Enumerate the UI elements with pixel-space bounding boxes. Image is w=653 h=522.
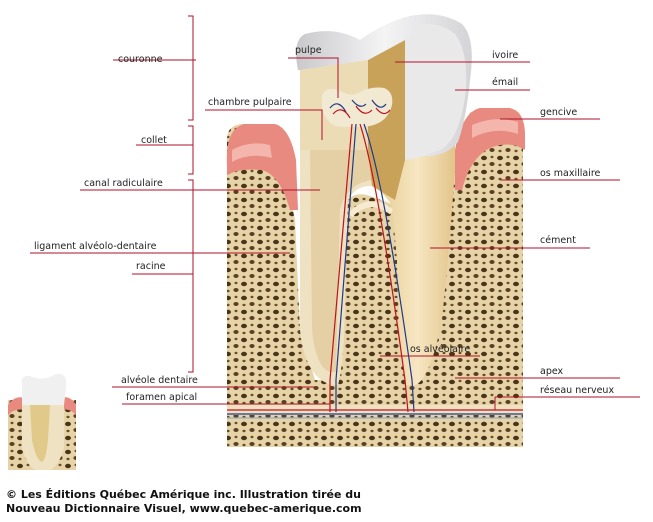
inset-tooth-thumbnail bbox=[8, 373, 76, 470]
copyright-credit: © Les Éditions Québec Amérique inc. Illu… bbox=[6, 488, 362, 516]
leader-lines bbox=[30, 57, 640, 410]
label-alveole-dentaire: alvéole dentaire bbox=[121, 375, 198, 386]
label-reseau-nerveux: réseau nerveux bbox=[540, 385, 614, 396]
label-apex: apex bbox=[540, 366, 564, 377]
label-collet: collet bbox=[141, 135, 167, 146]
blood-vessels bbox=[329, 99, 415, 413]
nerve-network bbox=[227, 409, 523, 419]
label-gencive: gencive bbox=[540, 107, 577, 118]
label-racine: racine bbox=[136, 261, 166, 272]
label-os-maxillaire: os maxillaire bbox=[540, 168, 601, 179]
label-email: émail bbox=[492, 77, 518, 88]
label-chambre-pulpaire: chambre pulpaire bbox=[208, 97, 292, 108]
label-ligament: ligament alvéolo-dentaire bbox=[34, 241, 157, 252]
alveolar-bone bbox=[347, 201, 400, 386]
label-ivoire: ivoire bbox=[492, 50, 518, 61]
left-brackets bbox=[188, 15, 196, 373]
label-pulpe: pulpe bbox=[295, 45, 322, 56]
credit-line-2: Nouveau Dictionnaire Visuel, www.quebec-… bbox=[6, 502, 362, 515]
credit-line-1: © Les Éditions Québec Amérique inc. Illu… bbox=[6, 488, 361, 501]
label-os-alveolaire: os alvéolaire bbox=[410, 344, 470, 355]
label-foramen-apical: foramen apical bbox=[126, 392, 197, 403]
labels: couronne collet canal radiculaire ligame… bbox=[34, 45, 614, 403]
label-cement: cément bbox=[540, 235, 576, 246]
label-canal-radiculaire: canal radiculaire bbox=[84, 178, 163, 189]
label-couronne: couronne bbox=[118, 54, 163, 65]
tooth bbox=[296, 14, 472, 413]
